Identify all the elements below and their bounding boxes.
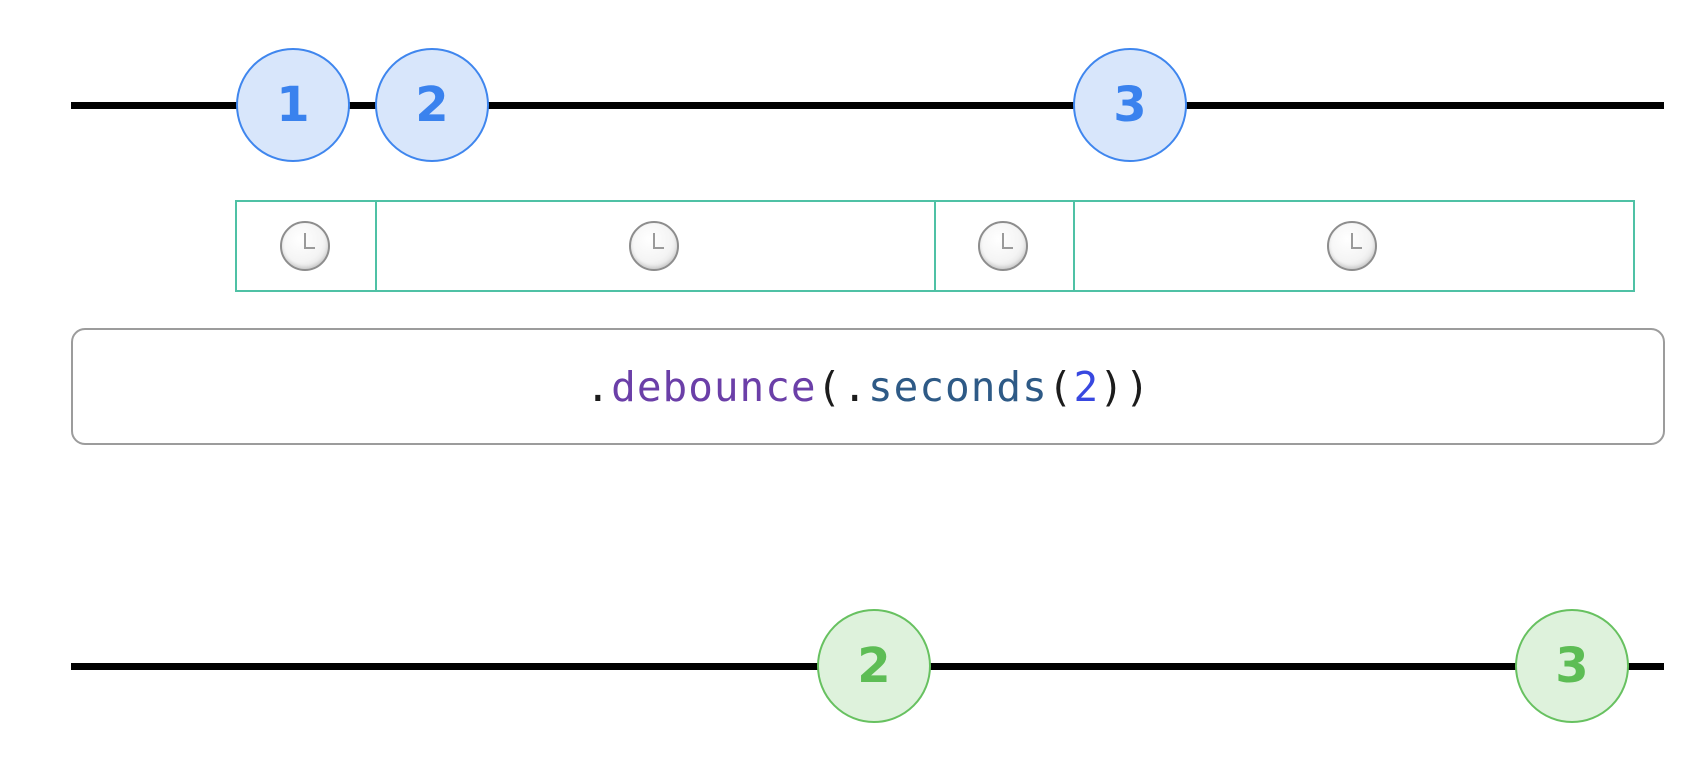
output-marble-3: 3 — [1515, 609, 1629, 723]
code-function-name: debounce — [611, 362, 817, 411]
input-timeline — [71, 102, 1664, 109]
clock-icon — [978, 221, 1028, 271]
code-open-paren: ( — [816, 362, 843, 411]
operator-code: .debounce(.seconds(2)) — [585, 363, 1150, 411]
code-number: 2 — [1073, 362, 1100, 411]
debounce-timer-strip — [235, 200, 1635, 292]
input-marble-1-label: 1 — [276, 77, 310, 133]
input-marble-1: 1 — [236, 48, 350, 162]
clock-icon — [629, 221, 679, 271]
output-marble-2: 2 — [817, 609, 931, 723]
input-marble-2-label: 2 — [415, 77, 449, 133]
input-marble-2: 2 — [375, 48, 489, 162]
clock-icon — [1327, 221, 1377, 271]
timer-divider — [1073, 202, 1075, 290]
operator-box: .debounce(.seconds(2)) — [71, 328, 1665, 445]
code-member-name: seconds — [868, 362, 1048, 411]
output-marble-3-label: 3 — [1555, 638, 1589, 694]
timer-divider — [934, 202, 936, 290]
code-dot: . — [842, 362, 868, 411]
clock-icon — [280, 221, 330, 271]
input-marble-3-label: 3 — [1113, 77, 1147, 133]
code-dot: . — [585, 362, 612, 411]
input-marble-3: 3 — [1073, 48, 1187, 162]
code-open-paren: ( — [1047, 362, 1074, 411]
output-marble-2-label: 2 — [857, 638, 891, 694]
timer-divider — [375, 202, 377, 290]
code-close-parens: )) — [1099, 362, 1151, 411]
